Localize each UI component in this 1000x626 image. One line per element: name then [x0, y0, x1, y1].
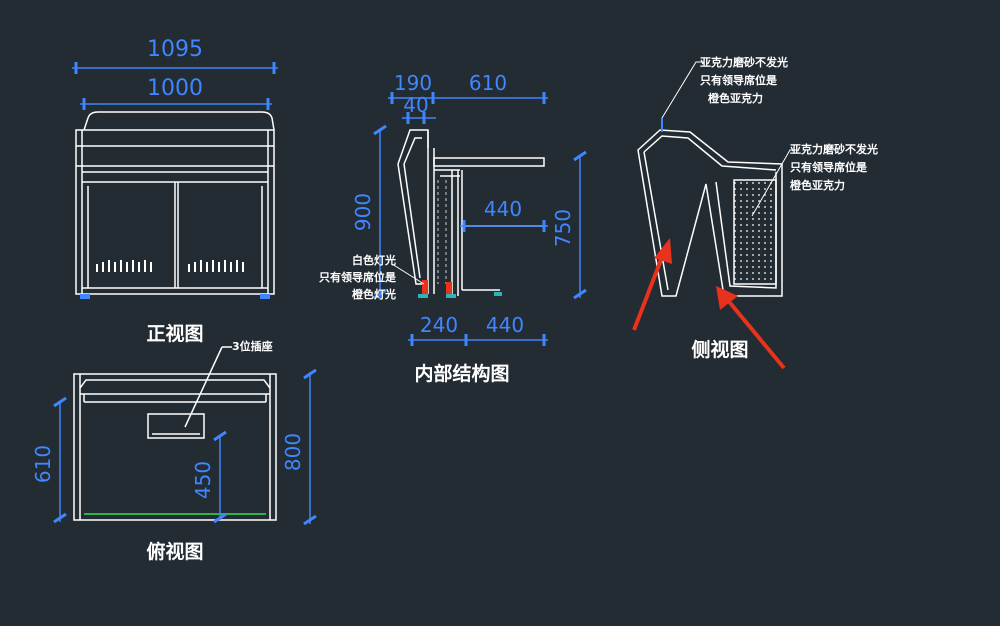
dimension-40: 40: [402, 93, 436, 124]
section-view-title: 内部结构图: [414, 362, 509, 385]
front-vent-left: [96, 260, 152, 272]
dimension-800: 800: [281, 368, 317, 526]
dimension-900: 900: [351, 124, 387, 300]
section-feet: [418, 292, 502, 298]
side-view-desk: [637, 129, 783, 297]
light-strips: [422, 280, 452, 294]
side-note-b-line-3: 橙色亚克力: [790, 178, 845, 192]
dimension-240-440: 240 440: [408, 313, 548, 346]
section-view: 190 610 40: [319, 71, 587, 385]
red-arrow-left: [632, 238, 672, 331]
dimension-440-mid: 440: [460, 197, 548, 232]
dimension-610-top: 610: [31, 396, 67, 524]
section-desk-body: [397, 129, 546, 296]
dimension-750: 750: [551, 150, 587, 300]
side-note-a-line-3: 橙色亚克力: [708, 91, 763, 105]
front-feet: [80, 294, 270, 299]
front-view-title: 正视图: [146, 322, 203, 345]
front-view-desk: [75, 111, 275, 295]
dim-label-750: 750: [551, 209, 575, 247]
front-view: 1095 1000: [72, 37, 278, 345]
dim-label-610-top: 610: [31, 445, 55, 483]
side-note-a-line-1: 亚克力磨砂不发光: [700, 55, 788, 69]
dimension-190-610: 190 610: [388, 71, 548, 104]
dim-label-1095: 1095: [147, 37, 203, 62]
dim-label-440-mid: 440: [484, 197, 522, 221]
dim-label-450: 450: [191, 461, 215, 499]
dim-label-240: 240: [420, 313, 458, 337]
side-note-b-line-2: 只有领导席位是: [790, 160, 868, 174]
light-note-line-3: 橙色灯光: [352, 287, 396, 301]
side-note-b-line-1: 亚克力磨砂不发光: [790, 142, 878, 156]
side-note-a-line-2: 只有领导席位是: [700, 73, 778, 87]
dim-label-40: 40: [403, 93, 428, 117]
dim-label-1000: 1000: [147, 76, 203, 101]
dimension-1095: 1095: [72, 37, 278, 74]
front-vent-right: [188, 260, 244, 272]
light-note-line-2: 只有领导席位是: [319, 270, 397, 284]
socket-label: 3位插座: [232, 339, 273, 353]
top-view: 3位插座 610 800 450 俯视图: [31, 339, 317, 563]
light-note-line-1: 白色灯光: [352, 253, 396, 267]
dim-label-610-section: 610: [469, 71, 507, 95]
dim-label-190: 190: [394, 71, 432, 95]
top-view-title: 俯视图: [146, 540, 203, 563]
top-view-desk: [73, 346, 277, 521]
dim-label-900: 900: [351, 193, 375, 231]
dim-label-800: 800: [281, 433, 305, 471]
dimension-450: 450: [191, 430, 227, 524]
light-note-leader: [391, 263, 425, 285]
red-arrow-right: [716, 286, 786, 370]
dimension-1000: 1000: [80, 76, 272, 110]
section-inner-dashes: [437, 180, 447, 284]
dim-label-440-bottom: 440: [486, 313, 524, 337]
side-view: 亚克力磨砂不发光 只有领导席位是 橙色亚克力 亚克力磨砂不发光 只有领导席位是 …: [632, 55, 878, 370]
side-note-leaders: [661, 61, 796, 217]
side-view-title: 侧视图: [691, 338, 748, 361]
